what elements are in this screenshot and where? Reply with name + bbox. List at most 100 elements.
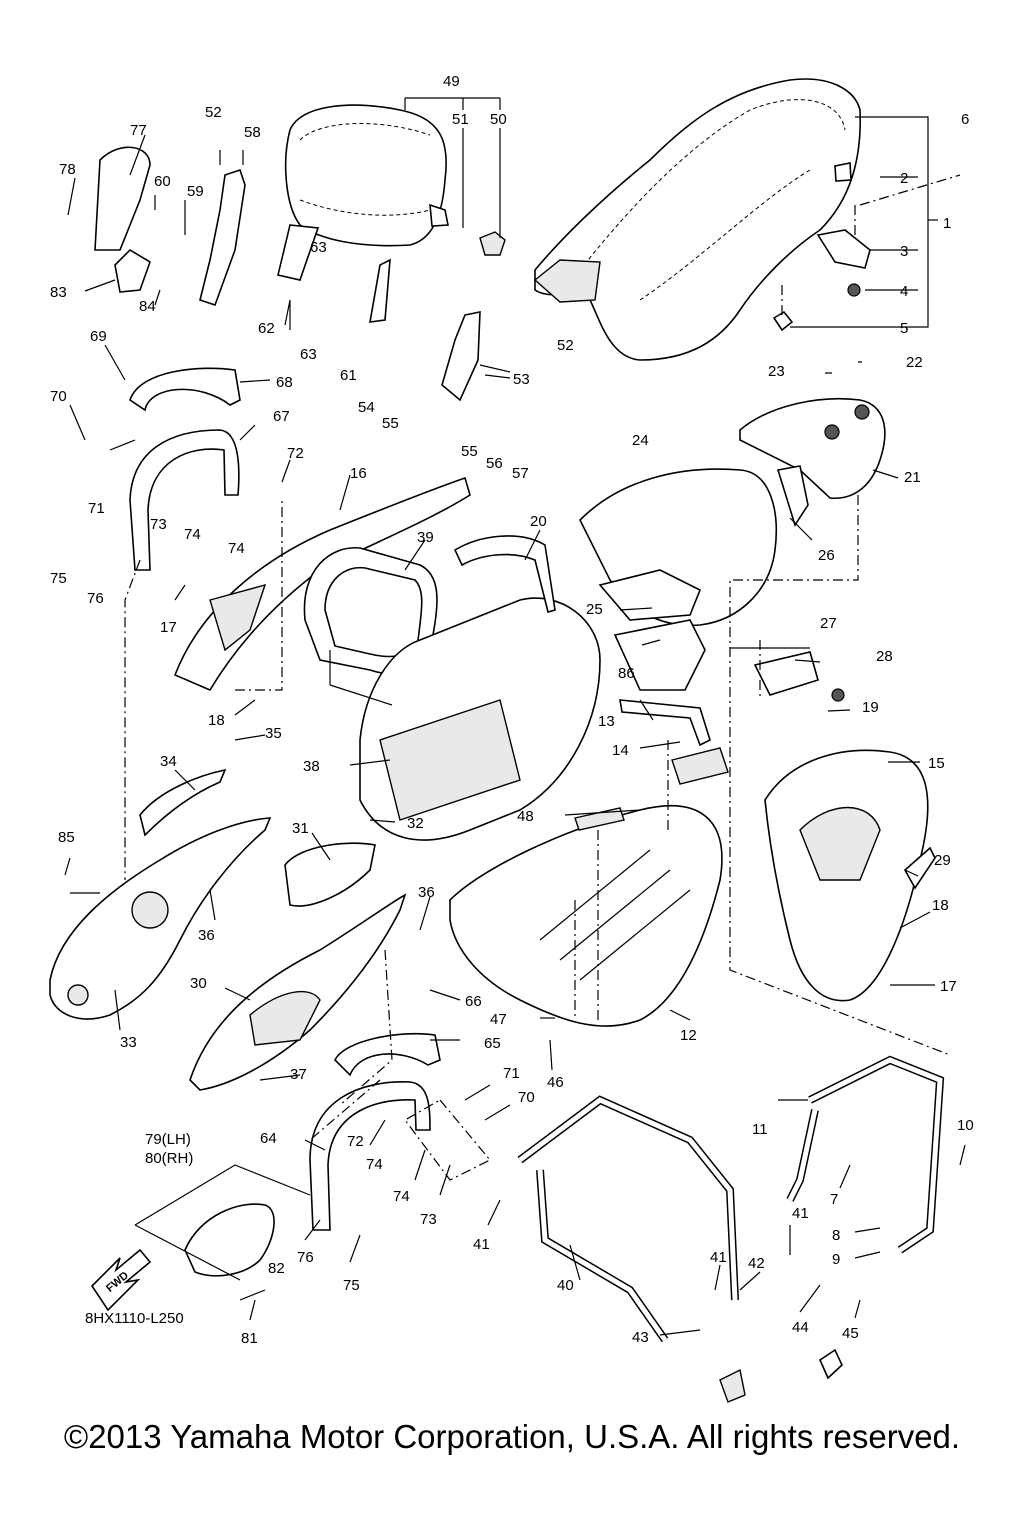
callout-8: 8: [832, 1227, 840, 1244]
callout-29: 29: [934, 852, 951, 869]
callout-66: 66: [465, 993, 482, 1010]
callout-50: 50: [490, 111, 507, 128]
callout-65: 65: [484, 1035, 501, 1052]
callout-63: 63: [310, 239, 327, 256]
callout-73: 73: [150, 516, 167, 533]
callout-44: 44: [792, 1319, 809, 1336]
callout-71: 71: [88, 500, 105, 517]
callout-22: 22: [906, 354, 923, 371]
diagram-code: 8HX1110-L250: [85, 1310, 184, 1327]
callout-83: 83: [50, 284, 67, 301]
callout-76b: 76: [297, 1249, 314, 1266]
callout-64: 64: [260, 1130, 277, 1147]
callout-52b: 52: [557, 337, 574, 354]
callout-60: 60: [154, 173, 171, 190]
callout-16: 16: [350, 465, 367, 482]
callout-53: 53: [513, 371, 530, 388]
callout-5: 5: [900, 320, 908, 337]
callout-40: 40: [557, 1277, 574, 1294]
callout-23: 23: [768, 363, 785, 380]
callout-48: 48: [517, 808, 534, 825]
callout-76: 76: [87, 590, 104, 607]
callout-69: 69: [90, 328, 107, 345]
callout-77: 77: [130, 122, 147, 139]
callout-75: 75: [50, 570, 67, 587]
callout-86: 86: [618, 665, 635, 682]
callout-47: 47: [490, 1011, 507, 1028]
callout-72: 72: [287, 445, 304, 462]
callout-58: 58: [244, 124, 261, 141]
rear-cover-part: [764, 749, 936, 1002]
callout-41c: 41: [792, 1205, 809, 1222]
side-cover-part: [173, 476, 471, 692]
bracket-part: [753, 651, 845, 702]
fwd-arrow-icon: [90, 1248, 152, 1312]
callout-38: 38: [303, 758, 320, 775]
backrest-bracket-part: [94, 146, 481, 402]
callout-49: 49: [443, 73, 460, 90]
callout-63b: 63: [300, 346, 317, 363]
callout-30: 30: [190, 975, 207, 992]
callout-18: 18: [208, 712, 225, 729]
callout-4: 4: [900, 283, 908, 300]
frame-part: [517, 1055, 945, 1403]
callout-12: 12: [680, 1027, 697, 1044]
callout-39: 39: [417, 529, 434, 546]
callout-62: 62: [258, 320, 275, 337]
callout-10: 10: [957, 1117, 974, 1134]
callout-9: 9: [832, 1251, 840, 1268]
callout-46: 46: [547, 1074, 564, 1091]
seat-bracket-part: [772, 162, 871, 332]
callout-27: 27: [820, 615, 837, 632]
callout-11: 11: [752, 1121, 768, 1138]
callout-24: 24: [632, 432, 649, 449]
callout-70b: 70: [518, 1089, 535, 1106]
callout-7: 7: [830, 1191, 838, 1208]
callout-2: 2: [900, 170, 908, 187]
callout-36b: 36: [198, 927, 215, 944]
callout-25: 25: [586, 601, 603, 618]
callout-26: 26: [818, 547, 835, 564]
callout-15: 15: [928, 755, 945, 772]
callout-13: 13: [598, 713, 615, 730]
callout-68: 68: [276, 374, 293, 391]
callout-74: 74: [184, 526, 201, 543]
callout-32: 32: [407, 815, 424, 832]
callout-41b: 41: [710, 1249, 727, 1266]
callout-18b: 18: [932, 897, 949, 914]
callout-labels: 1 2 3 4 5 6 7 8 9 10 11 12 13 14 15 16 1…: [50, 73, 974, 1347]
callout-74c: 74: [366, 1156, 383, 1173]
seat-part: [533, 78, 862, 361]
leader-lines: [64, 97, 966, 1336]
callout-6: 6: [961, 111, 969, 128]
callout-41: 41: [473, 1236, 490, 1253]
callout-84: 84: [139, 298, 156, 315]
callout-82: 82: [268, 1260, 285, 1277]
callout-14: 14: [612, 742, 629, 759]
callout-71b: 71: [503, 1065, 520, 1082]
callout-52: 52: [205, 104, 222, 121]
callout-45: 45: [842, 1325, 859, 1342]
callout-42: 42: [748, 1255, 765, 1272]
callout-67: 67: [273, 408, 290, 425]
rubber-part: [303, 547, 438, 675]
callout-17b: 17: [940, 978, 957, 995]
callout-21: 21: [904, 469, 921, 486]
callout-56: 56: [486, 455, 503, 472]
callout-36: 36: [418, 884, 435, 901]
callout-73b: 73: [420, 1211, 437, 1228]
callout-61: 61: [340, 367, 357, 384]
callout-35: 35: [265, 725, 282, 742]
callout-79: 79(LH): [145, 1131, 191, 1148]
callout-20: 20: [530, 513, 547, 530]
callout-74d: 74: [393, 1188, 410, 1205]
callout-31: 31: [292, 820, 309, 837]
callout-19: 19: [862, 699, 879, 716]
callout-57: 57: [512, 465, 529, 482]
pad-part: [134, 1164, 311, 1281]
tail-seat-part: [579, 397, 886, 691]
seat-base-part: [449, 699, 729, 1027]
callout-78: 78: [59, 161, 76, 178]
callout-55: 55: [382, 415, 399, 432]
callout-55b: 55: [461, 443, 478, 460]
